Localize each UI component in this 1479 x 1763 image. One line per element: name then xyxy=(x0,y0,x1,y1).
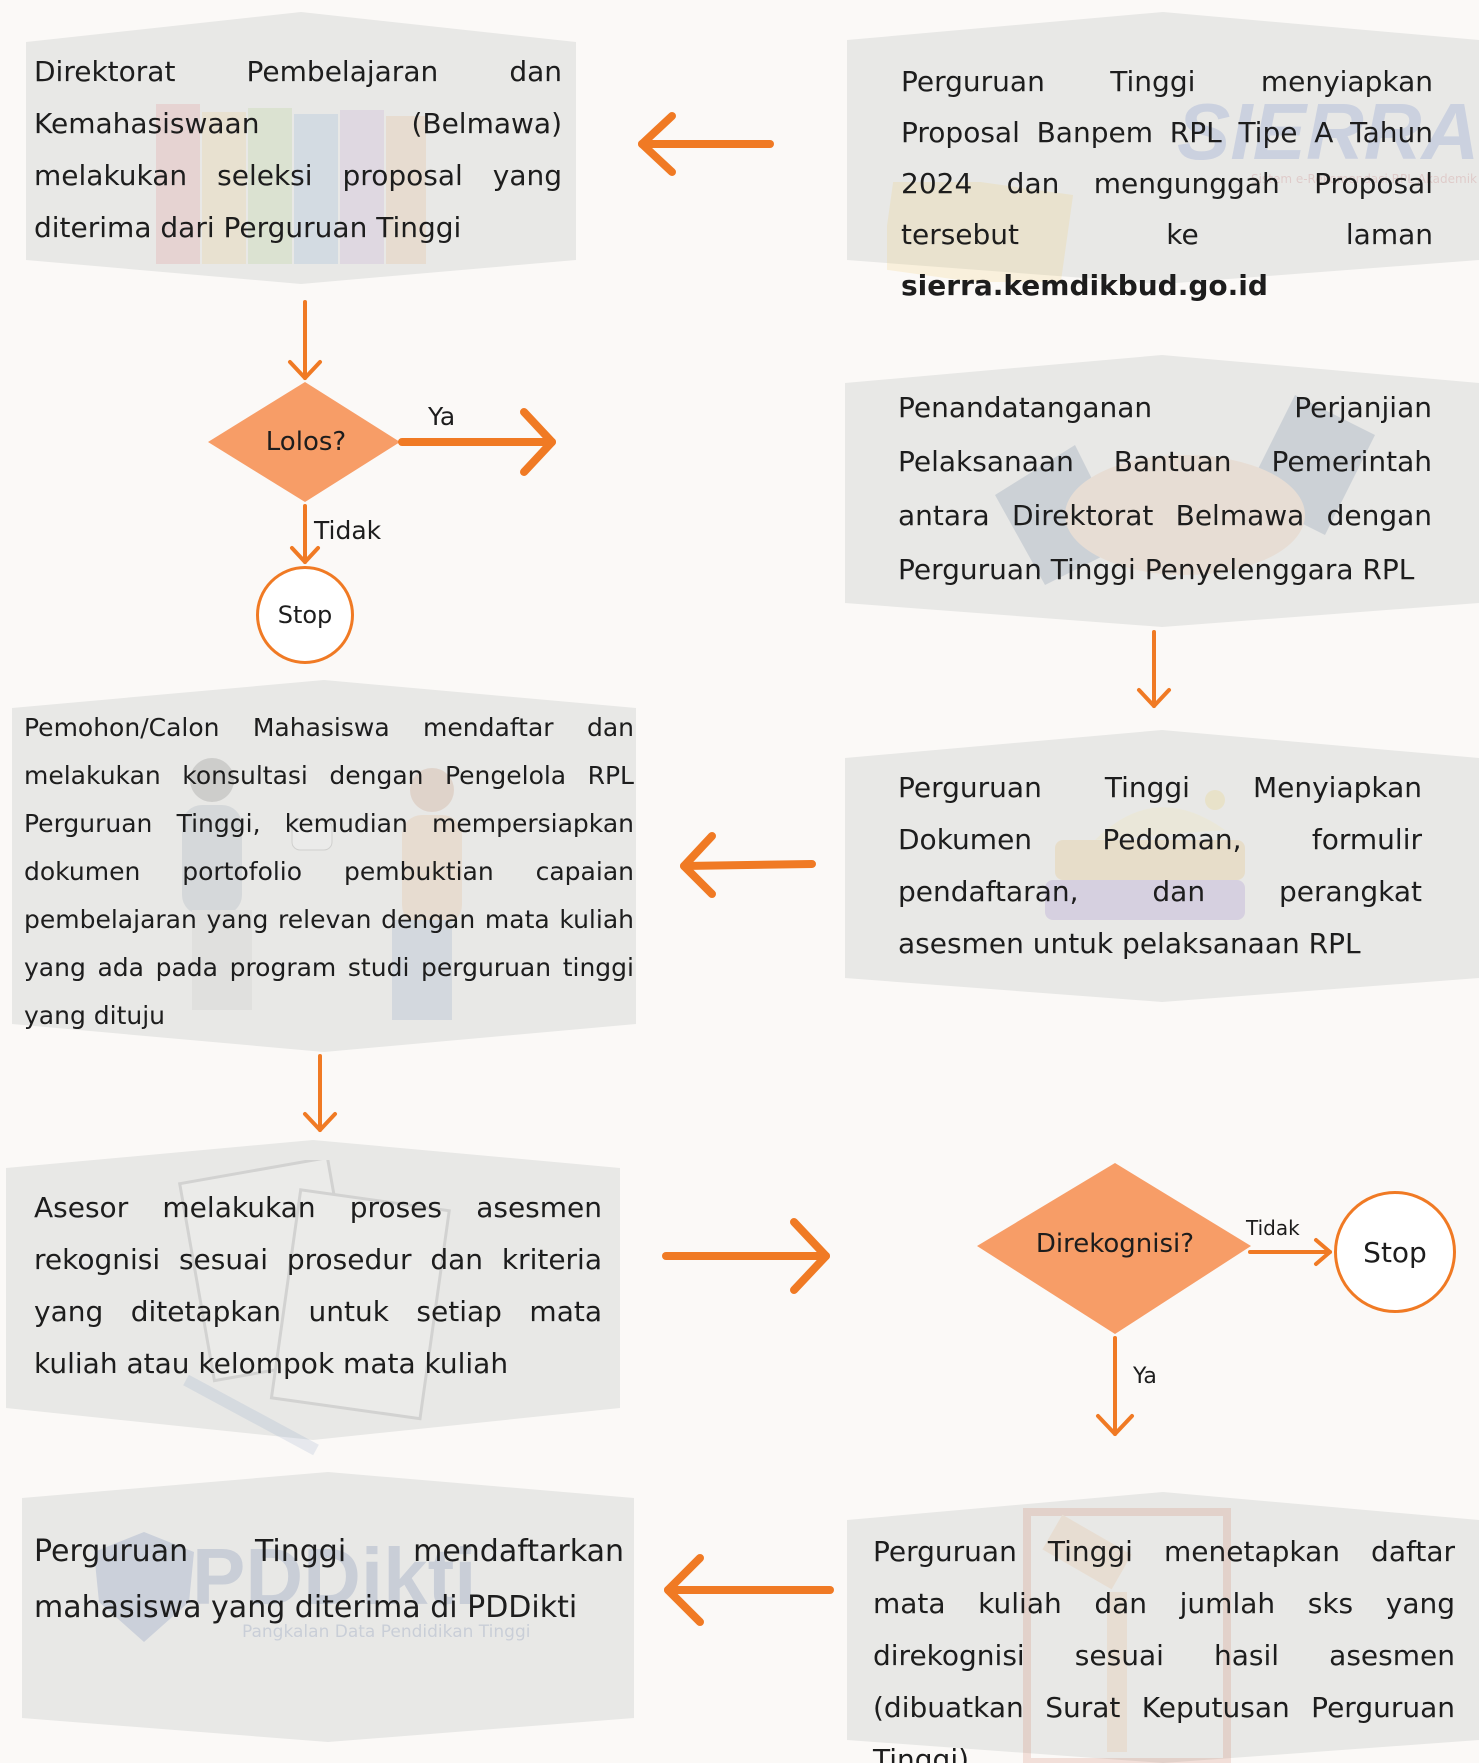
label-direkognisi-yes: Ya xyxy=(1133,1364,1157,1389)
pddikti-logo-text: PDDikti xyxy=(192,1532,477,1621)
stop-node-lolos: Stop xyxy=(256,566,354,664)
arrow-lolos-yes xyxy=(398,408,556,476)
document-watermark xyxy=(887,182,1074,282)
step-belmawa-selection: Direktorat Pembelajaran dan Kemahasiswaa… xyxy=(26,12,576,284)
books-stack-watermark xyxy=(1045,790,1245,920)
label-lolos-no: Tidak xyxy=(314,516,382,545)
books-watermark xyxy=(156,104,426,264)
arrow-direkognisi-yes xyxy=(1096,1336,1134,1436)
step-text: Asesor melakukan proses asesmen rekognis… xyxy=(34,1191,602,1380)
box-background xyxy=(6,1140,620,1440)
step-applicant-registration: Pemohon/Calon Mahasiswa mendaftar dan me… xyxy=(12,680,636,1052)
papers-watermark xyxy=(177,1160,451,1456)
sierra-logo-tagline: Sistem e-Rekomendasi RPL Akademik xyxy=(1251,172,1477,186)
pddikti-logo: PDDikti Pangkalan Data Pendidikan Tinggi xyxy=(92,1532,552,1642)
step-document-prep: Perguruan Tinggi Menyiapkan Dokumen Pedo… xyxy=(845,730,1479,1002)
sierra-logo: SIERRA Sistem e-Rekomendasi RPL Akademik xyxy=(1177,87,1479,187)
step-text: Perguruan Tinggi mendaftarkan mahasiswa … xyxy=(34,1534,624,1625)
box-background xyxy=(845,355,1479,627)
step-text: Perguruan Tinggi Menyiapkan Dokumen Pedo… xyxy=(898,771,1422,960)
decision-lolos-label: Lolos? xyxy=(265,427,347,457)
step-text-main: Perguruan Tinggi menyiapkan Proposal Ban… xyxy=(901,65,1433,251)
box-background xyxy=(26,12,576,284)
arrow-assessment-to-decision xyxy=(662,1218,830,1294)
box-background xyxy=(12,680,636,1052)
sierra-link[interactable]: sierra.kemdikbud.go.id xyxy=(901,269,1268,302)
pddikti-shield-icon xyxy=(94,1532,194,1642)
step-course-determination: Perguruan Tinggi menetapkan daftar mata … xyxy=(847,1492,1479,1763)
step-pddikti-registration: PDDikti Pangkalan Data Pendidikan Tinggi… xyxy=(22,1472,634,1742)
step-text: Perguruan Tinggi menetapkan daftar mata … xyxy=(873,1535,1455,1763)
arrow-direkognisi-no xyxy=(1248,1238,1332,1266)
arrow-belmawa-to-decision xyxy=(288,300,322,380)
stop-node-direkognisi: Stop xyxy=(1334,1191,1456,1313)
step-text: Direktorat Pembelajaran dan Kemahasiswaa… xyxy=(34,55,562,244)
step-agreement-signing: Penandatanganan Perjanjian Pelaksanaan B… xyxy=(845,355,1479,627)
box-background xyxy=(847,1492,1479,1763)
arrow-course-to-pddikti xyxy=(664,1554,834,1626)
decision-direkognisi-label: Direkognisi? xyxy=(1035,1229,1195,1259)
handshake-watermark xyxy=(995,395,1375,585)
box-background xyxy=(22,1472,634,1742)
arrow-applicant-to-assessment xyxy=(303,1054,337,1132)
box-background xyxy=(845,730,1479,1002)
step-proposal-prep: SIERRA Sistem e-Rekomendasi RPL Akademik… xyxy=(847,12,1479,302)
step-text: Penandatanganan Perjanjian Pelaksanaan B… xyxy=(898,391,1432,586)
step-assessment: Asesor melakukan proses asesmen rekognis… xyxy=(6,1140,620,1456)
arrow-document-to-applicant xyxy=(680,832,816,898)
arrow-proposal-to-belmawa xyxy=(638,112,774,176)
box-background xyxy=(847,12,1479,284)
gavel-clipboard-watermark xyxy=(1023,1508,1231,1763)
step-text: Perguruan Tinggi menyiapkan Proposal Ban… xyxy=(901,56,1433,311)
consultation-watermark xyxy=(182,758,462,1020)
sierra-logo-text: SIERRA xyxy=(1177,87,1479,176)
pddikti-logo-tagline: Pangkalan Data Pendidikan Tinggi xyxy=(242,1622,531,1642)
step-text: Pemohon/Calon Mahasiswa mendaftar dan me… xyxy=(24,713,634,1030)
label-lolos-yes: Ya xyxy=(428,402,456,431)
label-direkognisi-no: Tidak xyxy=(1246,1216,1300,1240)
arrow-agreement-to-document xyxy=(1137,630,1171,708)
